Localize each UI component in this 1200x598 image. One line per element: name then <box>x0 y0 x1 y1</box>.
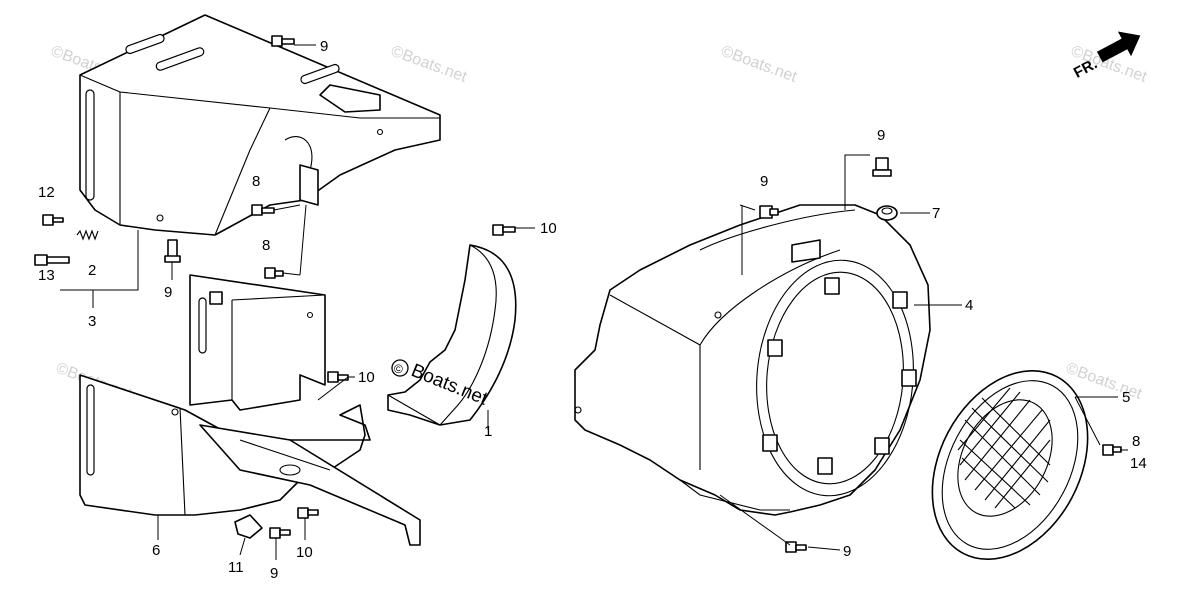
callout-4: 4 <box>965 297 973 314</box>
copyright-symbol: © <box>394 362 403 376</box>
grommet-icon <box>876 205 898 221</box>
callout-11: 11 <box>228 559 244 576</box>
bolt-icon <box>271 35 295 47</box>
callout-7: 7 <box>932 205 940 222</box>
bolt-icon <box>872 157 892 177</box>
watermark: ©Boats.net <box>389 43 470 86</box>
bolt-icon <box>269 527 291 539</box>
bolt-icon <box>34 254 70 266</box>
upper-shroud <box>79 14 441 236</box>
screen <box>931 369 1089 561</box>
lower-shroud <box>79 374 421 546</box>
bolt-icon <box>492 224 516 236</box>
bolt-icon <box>785 541 807 553</box>
watermark: ©Boats.net <box>719 43 800 86</box>
callout-13: 13 <box>38 267 55 284</box>
callout-10: 10 <box>358 369 375 386</box>
bolt-icon <box>251 204 275 216</box>
callout-9: 9 <box>843 543 851 560</box>
callout-6: 6 <box>152 542 160 559</box>
arrow-icon <box>1096 31 1141 63</box>
bolt-icon <box>42 214 64 226</box>
callout-9: 9 <box>320 38 328 55</box>
callout-12: 12 <box>38 184 55 201</box>
mesh <box>957 387 1051 509</box>
bolt-icon <box>297 507 319 519</box>
bolt-icon <box>327 371 349 383</box>
curved-guide <box>387 244 517 426</box>
clip-icon <box>234 514 263 539</box>
fasteners <box>34 35 1122 553</box>
callout-8: 8 <box>252 173 260 190</box>
bolt-icon <box>264 267 284 279</box>
fan-housing <box>574 204 931 516</box>
callout-1: 1 <box>484 423 492 440</box>
spring-icon <box>76 229 99 241</box>
callout-3: 3 <box>88 313 96 330</box>
callout-9: 9 <box>877 127 885 144</box>
bolt-icon <box>759 205 779 219</box>
callout-9: 9 <box>164 284 172 301</box>
callout-8: 8 <box>1132 433 1140 450</box>
callout-9: 9 <box>760 173 768 190</box>
bolt-icon <box>164 239 181 263</box>
callout-2: 2 <box>88 262 96 279</box>
callout-14: 14 <box>1130 455 1147 472</box>
callout-8: 8 <box>262 237 270 254</box>
callouts: 9 8 8 12 2 13 3 9 10 10 1 6 11 9 10 9 9 … <box>38 38 1147 582</box>
callout-5: 5 <box>1122 389 1130 406</box>
callout-10: 10 <box>540 220 557 237</box>
leader-lines <box>60 44 1128 560</box>
callout-9: 9 <box>270 565 278 582</box>
callout-10: 10 <box>296 544 313 561</box>
bolt-icon <box>1102 444 1122 456</box>
middle-baffle <box>189 164 326 411</box>
